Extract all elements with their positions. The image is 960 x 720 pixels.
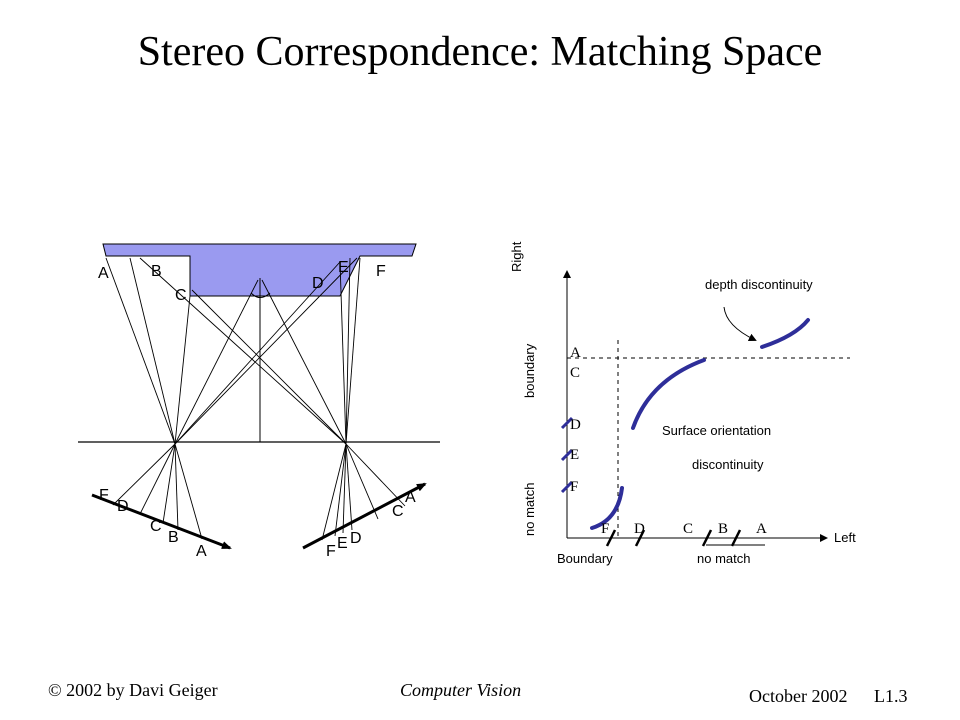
- right-image-plane: [302, 482, 427, 550]
- y-label-e: E: [570, 447, 579, 463]
- match-curve-lower: [590, 486, 624, 530]
- left-image-label-a: A: [196, 543, 207, 560]
- axis-label-left: Left: [834, 530, 856, 545]
- footer-course: Computer Vision: [400, 680, 522, 700]
- y-axis-ticks: [560, 416, 574, 494]
- left-image-label-c: C: [150, 518, 162, 535]
- right-image-label-a: A: [405, 489, 416, 506]
- footer-lecture: L1.3: [874, 686, 908, 706]
- x-label-f: F: [601, 521, 609, 537]
- scene-label-c: C: [175, 287, 187, 304]
- vertical-no-match-label: no match: [522, 483, 537, 536]
- x-label-d: D: [634, 521, 645, 537]
- vertical-boundary-label: boundary: [522, 343, 537, 398]
- footer-copyright: © 2002 by Davi Geiger: [48, 680, 218, 700]
- x-axis-ticks: [605, 529, 742, 547]
- left-image-label-b: B: [168, 529, 179, 546]
- left-image-label-f: F: [99, 487, 109, 504]
- surface-orientation-label: Surface orientation: [662, 423, 771, 438]
- x-label-b: B: [718, 521, 728, 537]
- scene-label-d: D: [312, 275, 324, 292]
- axis-label-right: Right: [509, 241, 524, 272]
- scene-label-b: B: [151, 263, 162, 280]
- surface-discontinuity-label: discontinuity: [692, 457, 764, 472]
- scene-surface: [102, 243, 417, 297]
- vergence-arc: [250, 292, 271, 298]
- stereo-geometry-diagram: A B C D E F F D C B A A C D E F: [78, 243, 440, 560]
- scene-label-f: F: [376, 263, 386, 280]
- horizontal-no-match-label: no match: [697, 551, 750, 566]
- scene-label-e: E: [338, 259, 349, 276]
- x-label-a: A: [756, 521, 767, 537]
- matching-space-diagram: A C D E F F D C B A Right boundary no ma…: [509, 241, 856, 566]
- depth-discontinuity-pointer: [723, 306, 757, 341]
- depth-discontinuity-label: depth discontinuity: [705, 277, 813, 292]
- slide-title: Stereo Correspondence: Matching Space: [137, 29, 823, 75]
- right-image-label-d: D: [350, 530, 362, 547]
- left-image-plane: [91, 493, 232, 550]
- horizontal-boundary-label: Boundary: [557, 551, 613, 566]
- x-label-c: C: [683, 521, 693, 537]
- y-label-a: A: [570, 345, 581, 361]
- footer-date: October 2002: [749, 686, 848, 706]
- y-label-d: D: [570, 417, 581, 433]
- match-curve-upper: [760, 318, 810, 349]
- right-image-label-c: C: [392, 503, 404, 520]
- y-label-f: F: [570, 479, 578, 495]
- match-curve-middle: [631, 358, 706, 430]
- y-label-c: C: [570, 365, 580, 381]
- right-image-label-e: E: [337, 535, 348, 552]
- scene-label-a: A: [98, 265, 109, 282]
- left-image-label-d: D: [117, 498, 129, 515]
- right-image-label-f: F: [326, 543, 336, 560]
- projection-rays: [105, 257, 406, 541]
